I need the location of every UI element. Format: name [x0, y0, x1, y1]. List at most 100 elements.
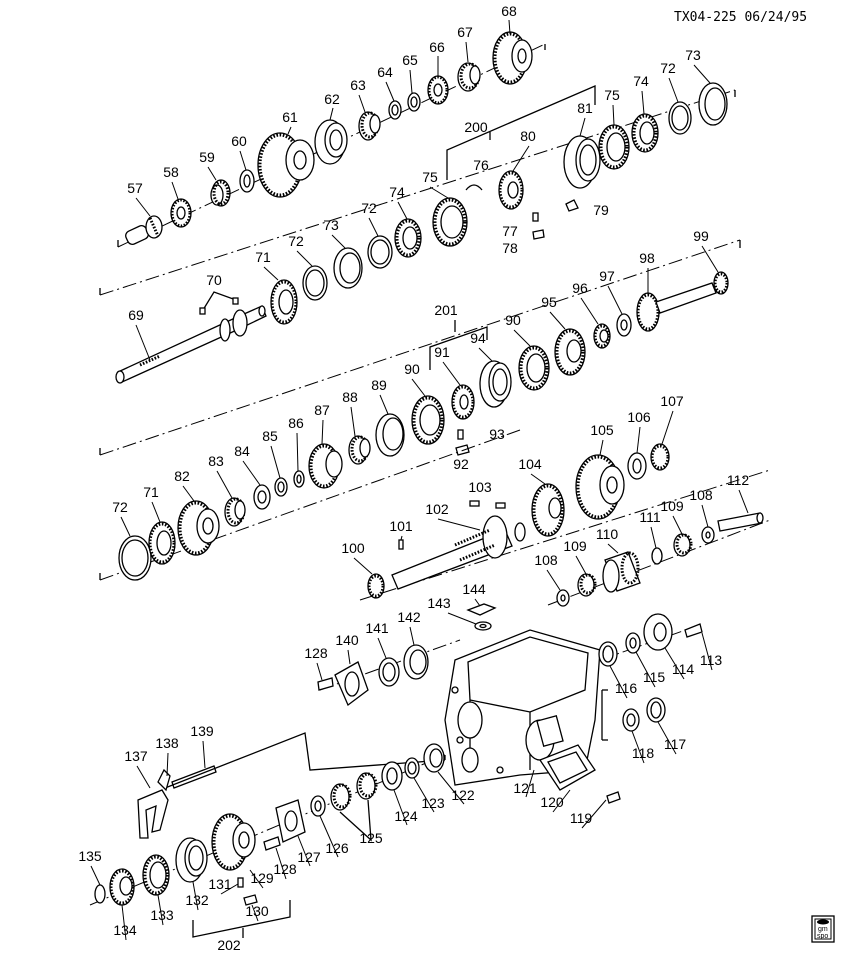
part-75-upper — [598, 124, 630, 170]
callout-c88: 88 — [342, 389, 358, 405]
callout-c79: 79 — [593, 202, 609, 218]
part-94 — [479, 360, 512, 408]
part-98 — [636, 282, 717, 332]
part-82 — [177, 500, 220, 556]
callout-c66: 66 — [429, 39, 445, 55]
reverse-idler-assembly — [547, 512, 771, 607]
callout-c108a: 108 — [689, 487, 713, 503]
callout-c73b: 73 — [323, 217, 339, 233]
part-90-upper — [518, 345, 550, 391]
part-144 — [466, 603, 497, 616]
part-71-upper — [270, 279, 298, 325]
callout-c57: 57 — [127, 180, 143, 196]
part-96 — [593, 323, 611, 349]
logo-spo-text: spo — [817, 933, 828, 940]
part-100 — [367, 573, 385, 599]
part-128-lower — [263, 836, 281, 851]
callout-c83: 83 — [208, 453, 224, 469]
part-59 — [210, 179, 231, 207]
part-118 — [622, 708, 640, 732]
callout-c100: 100 — [341, 540, 365, 556]
part-107 — [650, 443, 670, 471]
part-143 — [474, 621, 492, 631]
row-1-assembly — [117, 31, 546, 248]
callout-c60: 60 — [231, 133, 247, 149]
part-131 — [237, 877, 244, 888]
logo-gm-text: gm — [818, 926, 828, 933]
callout-c137: 137 — [124, 748, 148, 764]
part-72-lower — [118, 535, 152, 581]
callout-c89: 89 — [371, 377, 387, 393]
callout-c120: 120 — [540, 794, 564, 810]
callout-c58: 58 — [163, 164, 179, 180]
part-83 — [224, 497, 246, 527]
leader-lines — [90, 19, 749, 941]
callout-c142: 142 — [397, 609, 421, 625]
part-124 — [381, 761, 403, 791]
part-134 — [109, 868, 135, 906]
part-137 — [137, 768, 171, 839]
part-132 — [175, 837, 208, 883]
callout-c75b: 75 — [422, 169, 438, 185]
part-71-lower — [148, 521, 176, 565]
callout-c115: 115 — [643, 669, 666, 685]
bracket-200 — [446, 85, 596, 180]
part-57 — [125, 215, 163, 245]
part-81 — [563, 135, 601, 189]
part-133 — [142, 854, 170, 896]
callout-c80: 80 — [520, 128, 536, 144]
part-114 — [643, 613, 673, 651]
callout-c65: 65 — [402, 52, 418, 68]
callout-c109a: 109 — [660, 498, 684, 514]
callout-c98: 98 — [639, 250, 655, 266]
rear-extension-group — [598, 613, 703, 741]
part-125 — [330, 772, 378, 811]
callout-c108b: 108 — [534, 552, 558, 568]
callout-c74b: 74 — [389, 184, 405, 200]
callout-c126: 126 — [325, 840, 349, 856]
callout-c75a: 75 — [604, 87, 620, 103]
callout-c128b: 128 — [273, 861, 297, 877]
part-113 — [684, 623, 703, 638]
callout-c59: 59 — [199, 149, 215, 165]
part-140 — [334, 661, 369, 707]
part-109-lower — [577, 573, 597, 597]
part-66 — [427, 75, 449, 105]
callout-c91: 91 — [434, 344, 450, 360]
callout-c61: 61 — [282, 109, 298, 125]
part-73-upper — [698, 82, 728, 126]
part-123 — [404, 757, 420, 779]
callout-c141: 141 — [365, 620, 389, 636]
part-99 — [713, 271, 729, 295]
countershaft-assembly — [359, 443, 771, 601]
row-4-assembly — [99, 413, 521, 581]
callout-c95: 95 — [541, 294, 557, 310]
callout-c121: 121 — [513, 780, 537, 796]
part-92 — [457, 429, 464, 440]
callout-c106: 106 — [627, 409, 651, 425]
part-67 — [457, 62, 481, 92]
callout-c107: 107 — [660, 393, 684, 409]
callout-c111: 111 — [639, 509, 660, 525]
callout-c71a: 71 — [255, 249, 271, 265]
part-80 — [498, 170, 524, 210]
callout-c124: 124 — [394, 808, 418, 824]
callout-c140: 140 — [335, 632, 359, 648]
part-91 — [451, 384, 475, 420]
part-72-upper-b — [367, 235, 393, 269]
callout-c202: 202 — [217, 937, 241, 953]
part-108-lower — [556, 589, 570, 607]
callout-c87: 87 — [314, 402, 330, 418]
callout-c73a: 73 — [685, 47, 701, 63]
callout-c101: 101 — [389, 518, 413, 534]
callout-c113: 113 — [700, 652, 723, 668]
part-72-upper-a — [302, 265, 328, 301]
callout-c123: 123 — [421, 795, 445, 811]
part-73-lower — [333, 247, 363, 289]
callout-c84: 84 — [234, 443, 250, 459]
part-105 — [575, 454, 625, 520]
part-142 — [403, 644, 429, 680]
callout-c69: 69 — [128, 307, 144, 323]
part-109-upper — [673, 533, 693, 557]
